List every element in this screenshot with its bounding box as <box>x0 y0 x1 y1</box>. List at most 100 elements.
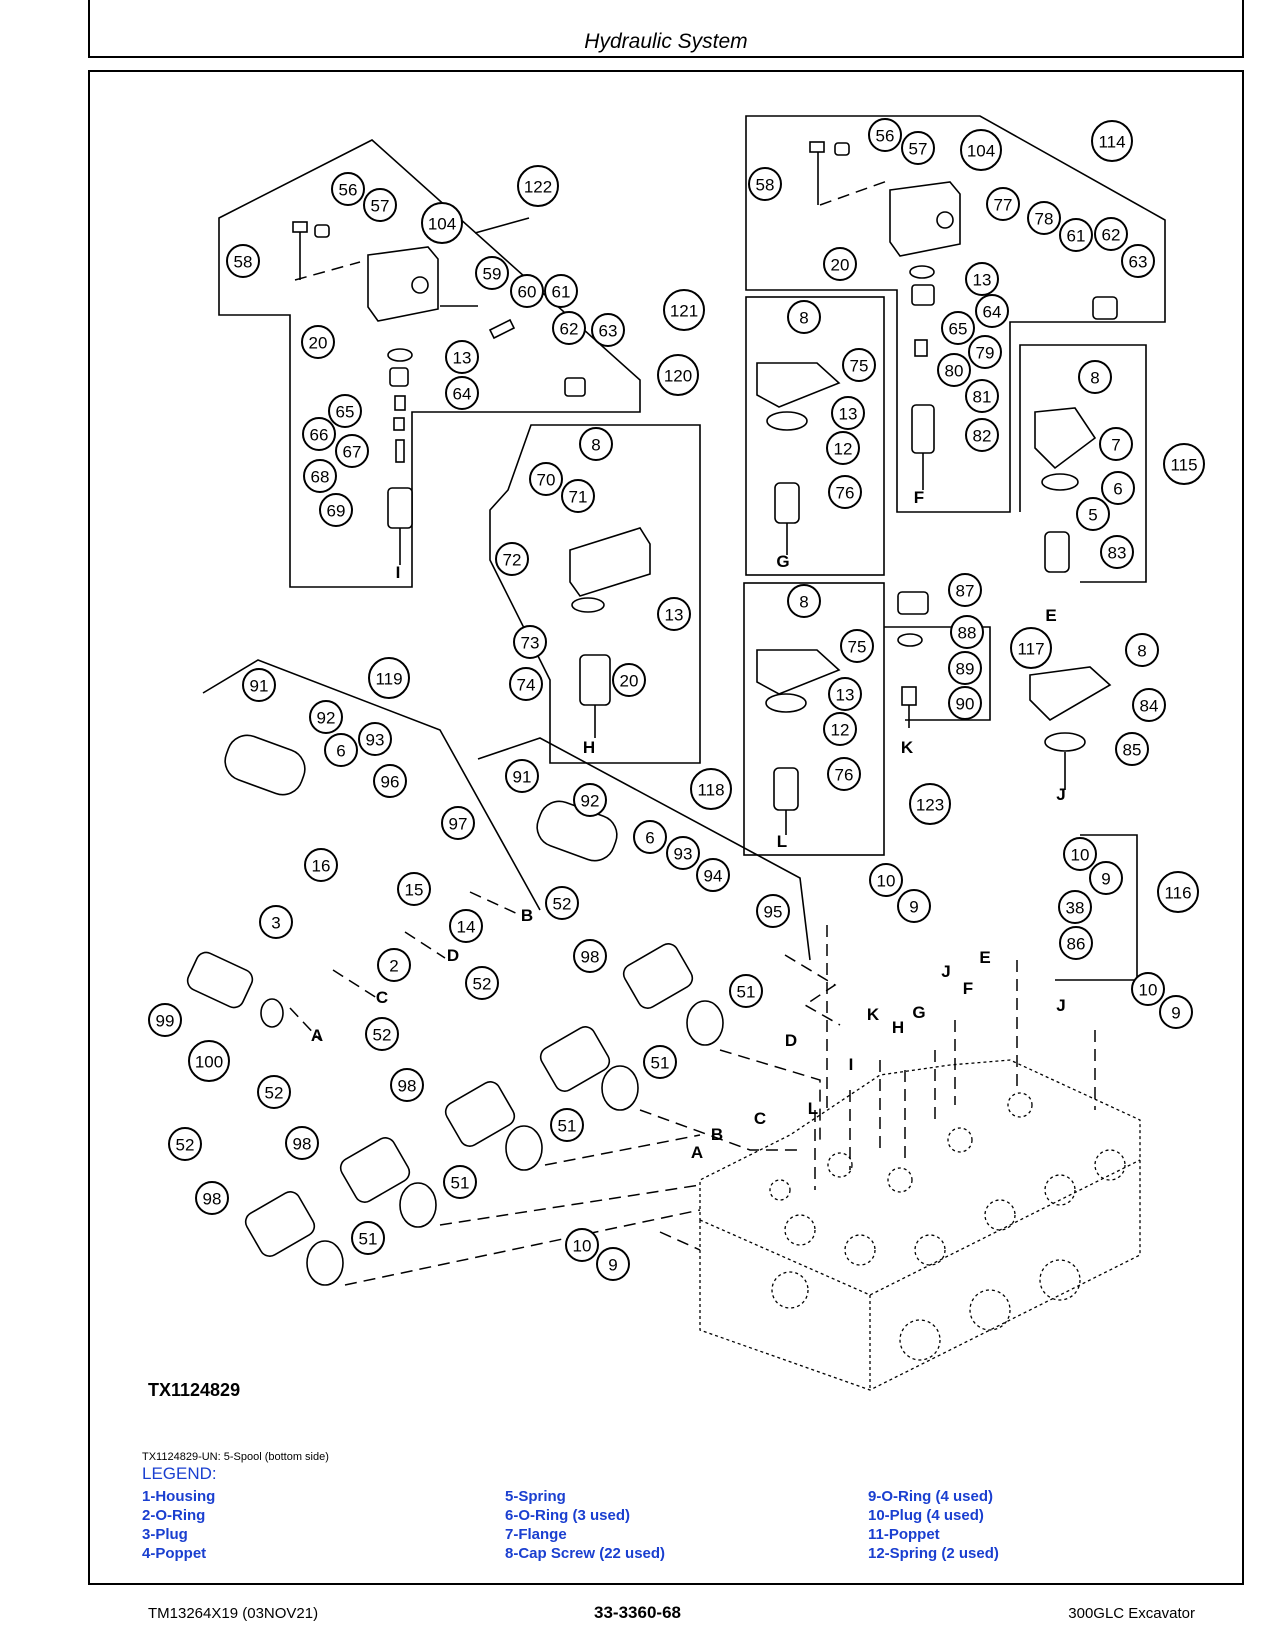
callout-number: 51 <box>359 1230 378 1249</box>
callout-number: 9 <box>608 1256 617 1275</box>
reference-letter-G: G <box>776 552 789 571</box>
callout-circle <box>328 394 362 428</box>
callout-76: 76 <box>828 475 862 509</box>
callout-number: 98 <box>581 948 600 967</box>
callout-number: 52 <box>265 1084 284 1103</box>
callout-circle <box>826 431 860 465</box>
callout-circle <box>965 418 999 452</box>
callout-number: 65 <box>336 403 355 422</box>
callout-90: 90 <box>948 686 982 720</box>
callout-circle <box>475 256 509 290</box>
reference-letter-E: E <box>1045 606 1056 625</box>
callout-circle <box>309 700 343 734</box>
callout-number: 51 <box>558 1117 577 1136</box>
callout-circle <box>950 615 984 649</box>
callout-61: 61 <box>1059 218 1093 252</box>
callout-number: 100 <box>195 1053 223 1072</box>
callout-circle <box>195 1181 229 1215</box>
callout-circle <box>657 354 699 396</box>
callout-number: 64 <box>453 385 472 404</box>
callout-circle <box>823 712 857 746</box>
callout-52: 52 <box>465 966 499 1000</box>
callout-116: 116 <box>1157 871 1199 913</box>
callout-circle <box>986 187 1020 221</box>
callout-number: 95 <box>764 903 783 922</box>
callout-circle <box>1059 218 1093 252</box>
callout-number: 2 <box>389 957 398 976</box>
callout-89: 89 <box>948 651 982 685</box>
callout-number: 9 <box>909 898 918 917</box>
reference-letter-K: K <box>901 738 914 757</box>
callout-95: 95 <box>756 894 790 928</box>
callout-circle <box>696 858 730 892</box>
callout-circle <box>823 247 857 281</box>
callout-72: 72 <box>495 542 529 576</box>
callout-74: 74 <box>509 667 543 701</box>
callout-16: 16 <box>304 848 338 882</box>
callout-circle <box>666 836 700 870</box>
callout-circle <box>529 462 563 496</box>
callout-number: 10 <box>877 872 896 891</box>
callout-62: 62 <box>1094 217 1128 251</box>
callout-circle <box>365 1017 399 1051</box>
callout-number: 72 <box>503 551 522 570</box>
callout-10: 10 <box>1131 972 1165 1006</box>
callout-120: 120 <box>657 354 699 396</box>
callout-65: 65 <box>328 394 362 428</box>
callout-circle <box>937 353 971 387</box>
callout-13: 13 <box>965 262 999 296</box>
callout-52: 52 <box>168 1127 202 1161</box>
legend-item: 2-O-Ring <box>142 1507 206 1524</box>
callout-circle <box>1163 443 1205 485</box>
figure-frame <box>88 70 1244 1585</box>
callout-number: 62 <box>1102 226 1121 245</box>
callout-3: 3 <box>259 905 293 939</box>
callout-2: 2 <box>377 948 411 982</box>
callout-13: 13 <box>828 677 862 711</box>
callout-circle <box>552 311 586 345</box>
callout-75: 75 <box>842 348 876 382</box>
callout-6: 6 <box>324 733 358 767</box>
callout-circle <box>1058 890 1092 924</box>
callout-66: 66 <box>302 417 336 451</box>
callout-6: 6 <box>1101 471 1135 505</box>
reference-letter-G: G <box>912 1003 925 1022</box>
callout-number: 9 <box>1101 870 1110 889</box>
callout-number: 52 <box>473 975 492 994</box>
callout-number: 8 <box>799 593 808 612</box>
callout-52: 52 <box>545 886 579 920</box>
figure-id: TX1124829 <box>148 1380 241 1400</box>
callout-circle <box>324 733 358 767</box>
callout-8: 8 <box>1125 633 1159 667</box>
callout-circle <box>363 188 397 222</box>
callout-12: 12 <box>823 712 857 746</box>
callout-67: 67 <box>335 434 369 468</box>
callout-9: 9 <box>1089 861 1123 895</box>
callout-92: 92 <box>573 783 607 817</box>
callout-number: 13 <box>665 606 684 625</box>
valve-body-outline <box>699 1059 1141 1391</box>
callout-number: 8 <box>1137 642 1146 661</box>
callout-circle <box>257 1075 291 1109</box>
callout-10: 10 <box>565 1228 599 1262</box>
callout-number: 70 <box>537 471 556 490</box>
legend-item: 5-Spring <box>505 1488 566 1505</box>
callout-circle <box>373 764 407 798</box>
callout-circle <box>748 167 782 201</box>
callout-73: 73 <box>513 625 547 659</box>
callout-number: 78 <box>1035 210 1054 229</box>
callout-circle <box>901 131 935 165</box>
reference-letter-A: A <box>691 1143 703 1162</box>
callout-number: 84 <box>1140 697 1159 716</box>
callout-58: 58 <box>226 244 260 278</box>
callout-circle <box>897 889 931 923</box>
callout-circle <box>368 657 410 699</box>
callout-13: 13 <box>657 597 691 631</box>
callout-number: 118 <box>697 781 724 800</box>
callout-number: 8 <box>591 436 600 455</box>
callout-circle <box>965 379 999 413</box>
callout-circle <box>513 625 547 659</box>
callout-98: 98 <box>573 939 607 973</box>
callout-circle <box>188 1040 230 1082</box>
callout-number: 13 <box>453 349 472 368</box>
